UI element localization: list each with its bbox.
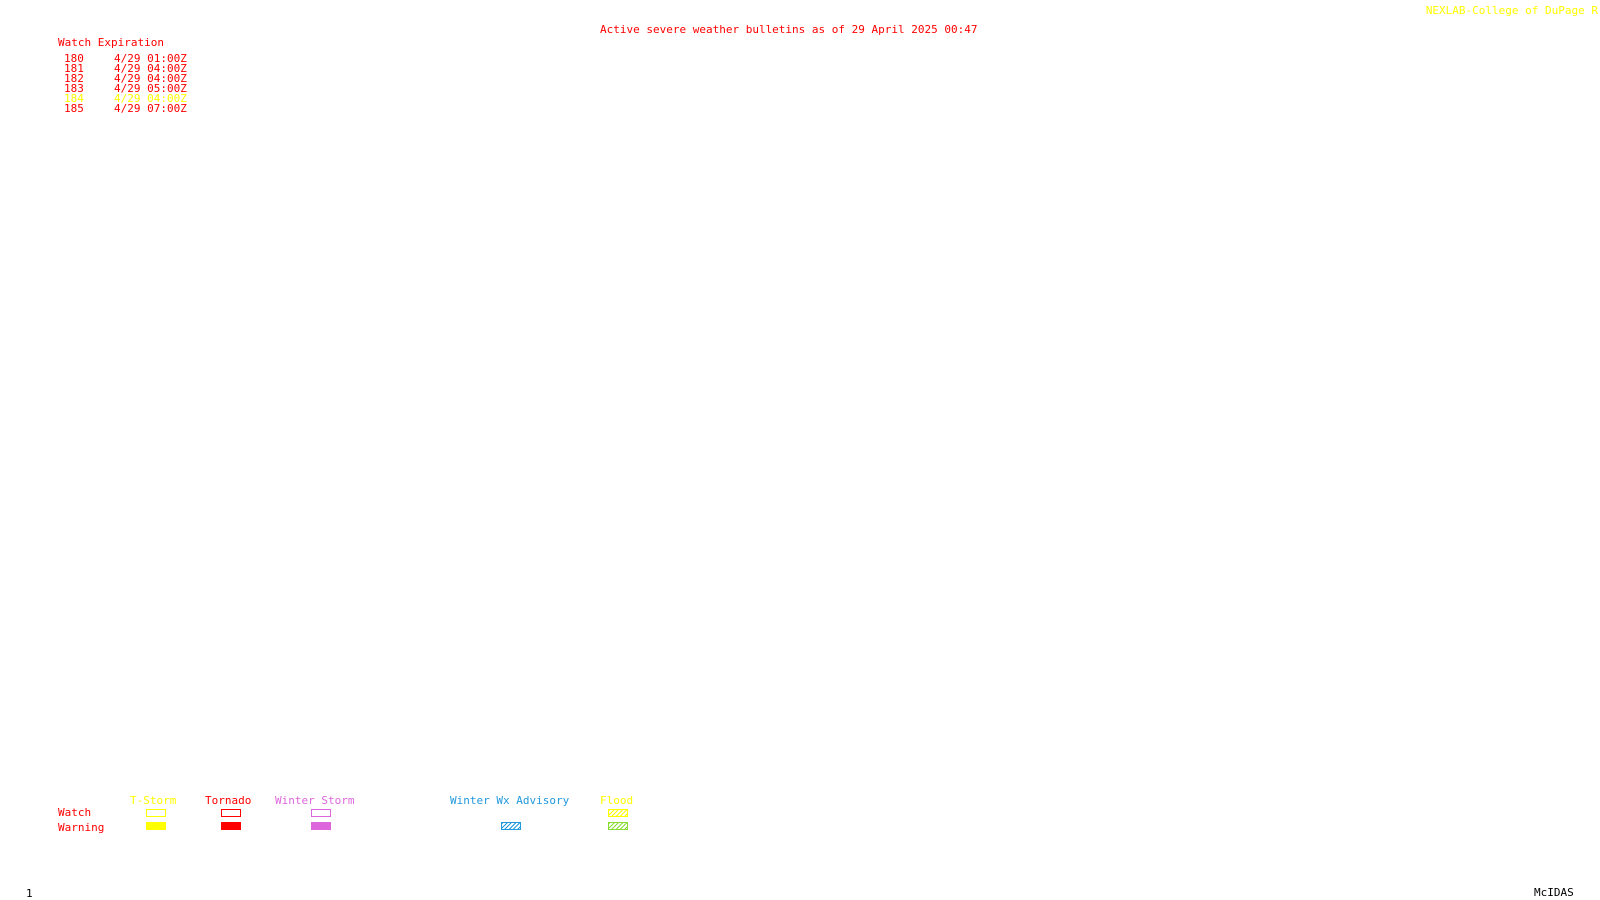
tornado-warning-swatch (221, 822, 241, 830)
tstorm-warning-swatch (146, 822, 166, 830)
software-label: McIDAS (1534, 886, 1574, 899)
watch-expiration: 4/29 04:00Z (114, 72, 187, 85)
watch-id: 183 (64, 82, 84, 95)
flood-watch-swatch (608, 809, 628, 817)
winter-wx-advisory-swatch (501, 822, 521, 830)
watch-table-header: Watch Expiration (58, 36, 164, 49)
legend-winter-storm-label: Winter Storm (275, 794, 355, 807)
watch-expiration: 4/29 05:00Z (114, 82, 187, 95)
watch-id: 180 (64, 52, 84, 65)
legend-flood-label: Flood (600, 794, 634, 807)
watch-id: 185 (64, 102, 84, 115)
watch-id: 184 (64, 92, 84, 105)
watch-expiration: 4/29 01:00Z (114, 52, 187, 65)
tstorm-watch-swatch (146, 809, 166, 817)
legend-tstorm-label: T-Storm (130, 794, 177, 807)
legend-watch-row-label: Watch (58, 806, 92, 819)
legend-winter-wx-advisory-label: Winter Wx Advisory (450, 794, 570, 807)
legend-tornado-label: Tornado (205, 794, 252, 807)
winter-storm-warning-swatch (311, 822, 331, 830)
watch-id: 181 (64, 62, 84, 75)
watch-expiration: 4/29 04:00Z (114, 62, 187, 75)
watch-expiration: 4/29 04:00Z (114, 92, 187, 105)
legend-warning-row-label: Warning (58, 821, 105, 834)
bulletin-title: Active severe weather bulletins as of 29… (600, 23, 978, 36)
tornado-watch-swatch (221, 809, 241, 817)
winter-storm-watch-swatch (311, 809, 331, 817)
frame-number: 1 (26, 887, 33, 900)
flood-warning-swatch (608, 822, 628, 830)
watch-expiration: 4/29 07:00Z (114, 102, 187, 115)
producer-credit: NEXLAB-College of DuPage R (1425, 4, 1598, 17)
watch-id: 182 (64, 72, 84, 85)
